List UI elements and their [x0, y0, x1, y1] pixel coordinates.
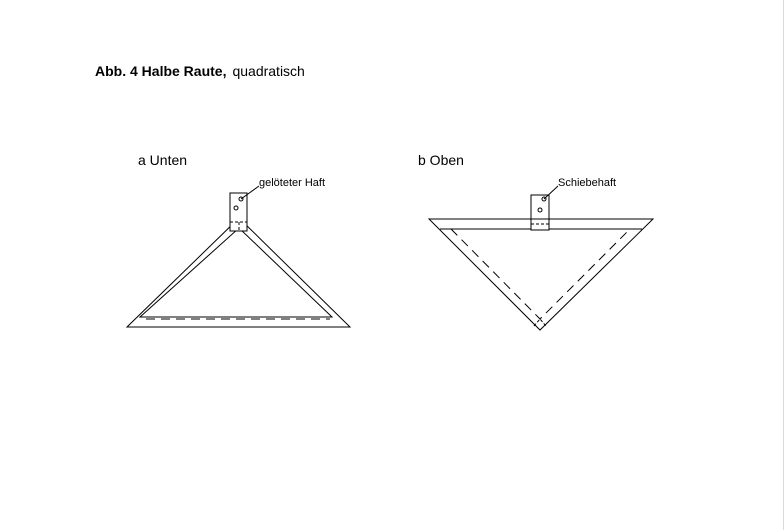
panel-a-inner-outline	[138, 227, 334, 318]
panel-a-leader-line	[240, 185, 260, 200]
panel-b-leader-line	[543, 185, 559, 200]
figure-title-subtitle: quadratisch	[232, 63, 305, 79]
panel-b-label: b Oben	[418, 152, 464, 168]
panel-b-hole-top	[541, 196, 547, 202]
panel-b-drawing	[427, 185, 655, 331]
panel-a-callout-label: gelöteter Haft	[259, 177, 326, 189]
panel-a-hole-bottom	[233, 205, 239, 211]
panel-a-outer-outline	[125, 217, 352, 328]
panel-b-hidden-v	[450, 228, 631, 320]
panel-a-label: a Unten	[138, 152, 188, 168]
panel-b-hole-bottom	[537, 207, 543, 213]
panel-a-clip-plate	[229, 192, 248, 232]
panel-b-callout-label: Schiebehaft	[558, 177, 617, 189]
figure-title-number: Abb. 4 Halbe Raute,	[95, 63, 227, 79]
panel-a-drawing	[125, 185, 352, 328]
figure-title: Abb. 4 Halbe Raute, quadratisch	[95, 63, 305, 79]
panel-b-apex-hidden	[533, 318, 547, 327]
panel-b-outer-outline	[427, 218, 655, 331]
panel-a-hole-top	[238, 196, 244, 202]
